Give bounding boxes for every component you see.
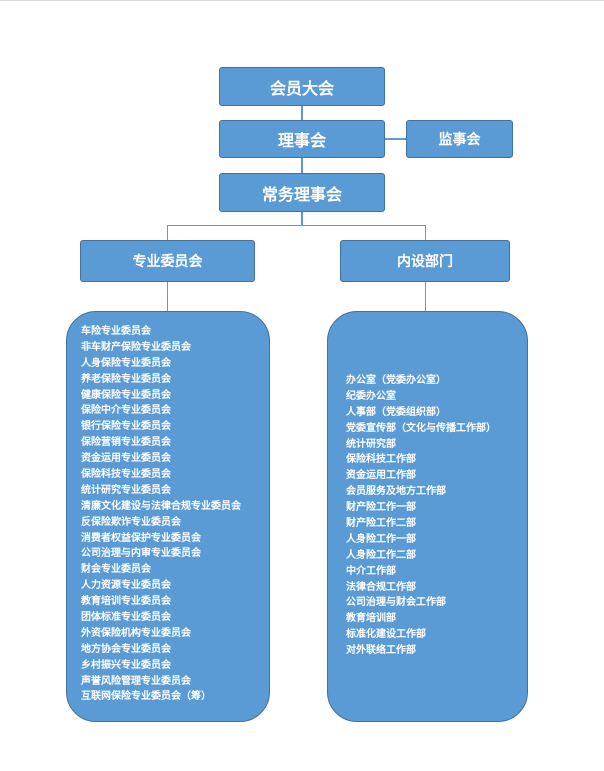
committee-item: 人身保险专业委员会	[81, 357, 171, 369]
supervisory-board-node: 监事会	[406, 120, 513, 158]
department-item: 中介工作部	[346, 565, 396, 577]
internal-departments-node: 内设部门	[340, 240, 510, 282]
committee-item: 声誉风险管理专业委员会	[81, 675, 191, 687]
department-list-panel	[327, 311, 528, 722]
connector-horizontal-branch	[167, 225, 426, 226]
committee-list-panel	[66, 311, 270, 722]
connector-committees-panel	[167, 282, 168, 311]
department-item: 办公室（党委办公室）	[346, 375, 446, 386]
department-item: 标准化建设工作部	[346, 629, 426, 641]
department-item: 公司治理与财会工作部	[346, 597, 446, 609]
committee-item: 地方协会专业委员会	[81, 643, 171, 655]
department-item: 人事部（党委组织部）	[346, 406, 446, 418]
department-item: 教育培训部	[346, 613, 396, 625]
committee-item: 保险中介专业委员会	[81, 405, 171, 417]
department-item: 人身险工作一部	[346, 533, 416, 545]
committees-node: 专业委员会	[80, 240, 255, 282]
page-top-rule	[0, 0, 604, 1]
connector-council-standing	[301, 158, 303, 173]
committee-item: 保险营销专业委员会	[81, 437, 171, 449]
committee-item: 统计研究专业委员会	[81, 484, 171, 496]
department-item: 法律合规工作部	[346, 581, 416, 593]
connector-standing-down	[301, 212, 303, 226]
department-item: 党委宣传部（文化与传播工作部）	[346, 422, 496, 434]
department-item: 资金运用工作部	[346, 470, 416, 482]
department-item: 财产险工作一部	[346, 502, 416, 514]
committee-item: 公司治理与内审专业委员会	[81, 548, 201, 560]
department-item: 财产险工作二部	[346, 518, 416, 530]
department-item: 保险科技工作部	[346, 454, 416, 466]
department-list: 办公室（党委办公室） 纪委办公室人事部（党委组织部） 党委宣传部（文化与传播工作部）…	[346, 373, 496, 659]
committee-item: 团体标准专业委员会	[81, 612, 171, 624]
connector-branch-departments	[425, 225, 426, 240]
committee-item: 消费者权益保护专业委员会	[81, 532, 201, 544]
connector-assembly-council	[301, 106, 303, 120]
committee-item: 清廉文化建设与法律合规专业委员会	[81, 500, 241, 512]
committee-item: 教育培训专业委员会	[81, 596, 171, 608]
committee-item: 非车财产保险专业委员会	[81, 341, 191, 353]
committee-item: 资金运用专业委员会	[81, 453, 171, 465]
council-node: 理事会	[219, 120, 385, 158]
department-item: 对外联络工作部	[346, 645, 416, 657]
committee-item: 乡村振兴专业委员会	[81, 659, 171, 671]
committee-item: 养老保险专业委员会	[81, 373, 171, 385]
committee-list: 车险专业委员会非车财产保险专业委员会人身保险专业委员会养老保险专业委员会健康保险…	[81, 324, 241, 705]
committee-item: 银行保险专业委员会	[81, 421, 171, 433]
department-item: 人身险工作二部	[346, 549, 416, 561]
connector-departments-panel	[425, 282, 426, 311]
committee-item: 健康保险专业委员会	[81, 389, 171, 401]
committee-item: 财会专业委员会	[81, 564, 151, 576]
committee-item: 互联网保险专业委员会（筹）	[81, 691, 211, 703]
committee-item: 车险专业委员会	[81, 326, 151, 337]
committee-item: 保险科技专业委员会	[81, 469, 171, 481]
standing-council-node: 常务理事会	[219, 173, 385, 212]
connector-branch-committees	[167, 225, 168, 240]
committee-item: 人力资源专业委员会	[81, 580, 171, 592]
general-assembly-node: 会员大会	[219, 67, 385, 106]
department-item: 纪委办公室	[346, 390, 396, 402]
connector-council-supervisory	[385, 138, 406, 140]
committee-item: 外资保险机构专业委员会	[81, 627, 191, 639]
department-item: 会员服务及地方工作部	[346, 486, 446, 498]
committee-item: 反保险欺诈专业委员会	[81, 516, 181, 528]
department-item: 统计研究部	[346, 438, 396, 450]
